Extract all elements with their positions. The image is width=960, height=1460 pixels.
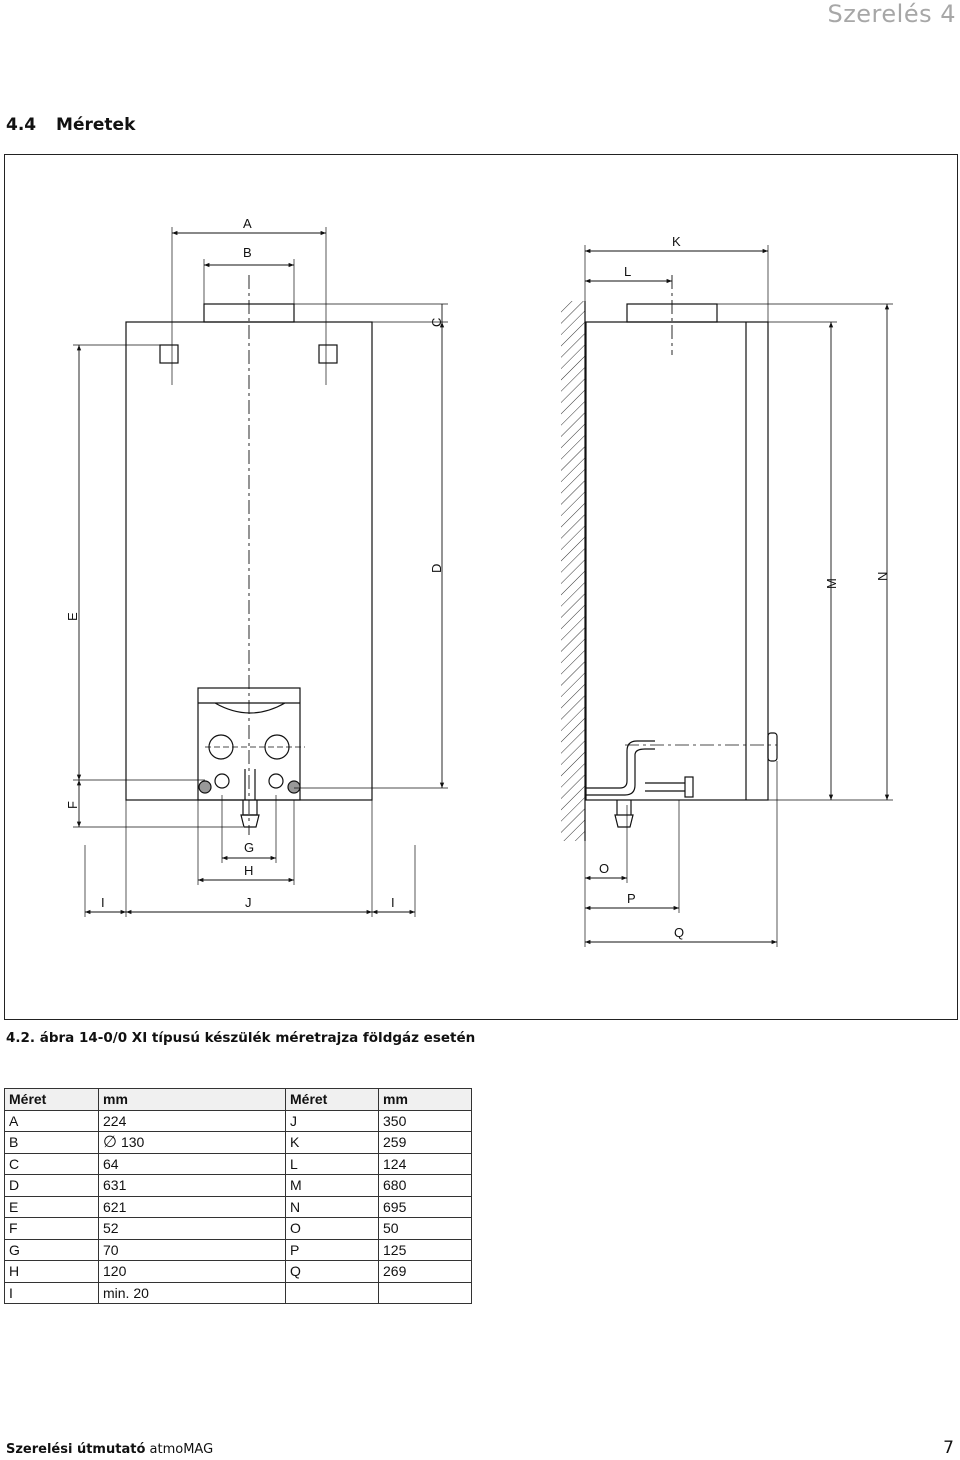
table-cell: 125 bbox=[378, 1238, 472, 1261]
table-row: D 631 M 680 bbox=[4, 1174, 472, 1197]
table-cell: min. 20 bbox=[98, 1281, 286, 1304]
table-cell: 124 bbox=[378, 1152, 472, 1175]
figure-caption: 4.2. ábra 14-0/0 XI típusú készülék mére… bbox=[6, 1030, 476, 1046]
label-F: F bbox=[65, 801, 80, 809]
table-header-cell: Méret bbox=[285, 1088, 379, 1111]
section-heading: 4.4 Méretek bbox=[6, 115, 135, 135]
label-I-right: I bbox=[391, 895, 395, 910]
table-cell: 259 bbox=[378, 1131, 472, 1154]
table-cell: K bbox=[285, 1131, 379, 1154]
table-cell: Q bbox=[285, 1260, 379, 1283]
table-cell: 224 bbox=[98, 1109, 286, 1132]
table-cell: 70 bbox=[98, 1238, 286, 1261]
table-row: B ∅130 K 259 bbox=[4, 1131, 472, 1154]
table-cell: I bbox=[4, 1281, 99, 1304]
table-cell: C bbox=[4, 1152, 99, 1175]
label-I-left: I bbox=[101, 895, 105, 910]
table-cell: F bbox=[4, 1217, 99, 1240]
table-row: I min. 20 bbox=[4, 1281, 472, 1304]
table-cell: N bbox=[285, 1195, 379, 1218]
label-A: A bbox=[243, 216, 252, 231]
table-cell: 350 bbox=[378, 1109, 472, 1132]
table-cell: 695 bbox=[378, 1195, 472, 1218]
label-O: O bbox=[599, 861, 609, 876]
label-L: L bbox=[624, 264, 631, 279]
table-header-cell: Méret bbox=[4, 1088, 99, 1111]
table-row: A 224 J 350 bbox=[4, 1109, 472, 1132]
table-cell: A bbox=[4, 1109, 99, 1132]
label-B: B bbox=[243, 245, 252, 260]
technical-drawing-svg: A B C D E F G H I J I K L M N O P Q bbox=[65, 216, 893, 947]
table-cell: J bbox=[285, 1109, 379, 1132]
label-J: J bbox=[245, 895, 252, 910]
label-K: K bbox=[672, 234, 681, 249]
label-H: H bbox=[244, 863, 253, 878]
table-cell bbox=[378, 1281, 472, 1304]
section-title: Méretek bbox=[56, 115, 136, 135]
section-number: 4.4 bbox=[6, 115, 37, 135]
table-cell-value: 130 bbox=[120, 1134, 145, 1151]
mount-hole-right bbox=[318, 344, 338, 364]
page-number: 7 bbox=[943, 1438, 954, 1458]
wall-hatching bbox=[561, 301, 585, 841]
label-G: G bbox=[244, 840, 254, 855]
label-N: N bbox=[875, 572, 890, 581]
table-row: C 64 L 124 bbox=[4, 1152, 472, 1175]
table-row: F 52 O 50 bbox=[4, 1217, 472, 1240]
table-cell: ∅130 bbox=[98, 1131, 286, 1154]
table-cell: 621 bbox=[98, 1195, 286, 1218]
table-cell: 52 bbox=[98, 1217, 286, 1240]
table-header-row: Méret mm Méret mm bbox=[4, 1088, 472, 1111]
table-cell: E bbox=[4, 1195, 99, 1218]
table-cell: O bbox=[285, 1217, 379, 1240]
label-C: C bbox=[429, 318, 444, 327]
table-cell: D bbox=[4, 1174, 99, 1197]
table-cell: 680 bbox=[378, 1174, 472, 1197]
dimension-drawing: A B C D E F G H I J I K L M N O P Q bbox=[4, 154, 958, 1020]
table-cell: 631 bbox=[98, 1174, 286, 1197]
label-P: P bbox=[627, 891, 636, 906]
table-cell: 269 bbox=[378, 1260, 472, 1283]
label-Q: Q bbox=[674, 925, 684, 940]
table-cell: 64 bbox=[98, 1152, 286, 1175]
label-E: E bbox=[65, 612, 80, 621]
heater-side-body bbox=[585, 321, 769, 801]
table-header-cell: mm bbox=[378, 1088, 472, 1111]
footer-bold-text: Szerelési útmutató bbox=[6, 1442, 146, 1457]
table-header-cell: mm bbox=[98, 1088, 286, 1111]
page-header-title: Szerelés 4 bbox=[827, 0, 956, 28]
table-row: E 621 N 695 bbox=[4, 1195, 472, 1218]
footer-doc-title: Szerelési útmutató atmoMAG bbox=[6, 1442, 213, 1457]
label-M: M bbox=[824, 578, 839, 589]
label-D: D bbox=[429, 564, 444, 573]
table-cell bbox=[285, 1281, 379, 1304]
table-cell: 50 bbox=[378, 1217, 472, 1240]
diameter-icon: ∅ bbox=[103, 1134, 117, 1152]
footer-product-name: atmoMAG bbox=[149, 1442, 214, 1457]
dimension-table: Méret mm Méret mm A 224 J 350 B ∅130 K 2… bbox=[4, 1088, 472, 1304]
table-cell: B bbox=[4, 1131, 99, 1154]
table-row: G 70 P 125 bbox=[4, 1238, 472, 1261]
mount-hole-left bbox=[159, 344, 179, 364]
table-cell: L bbox=[285, 1152, 379, 1175]
table-cell: G bbox=[4, 1238, 99, 1261]
table-row: H 120 Q 269 bbox=[4, 1260, 472, 1283]
table-cell: P bbox=[285, 1238, 379, 1261]
table-cell: 120 bbox=[98, 1260, 286, 1283]
table-cell: H bbox=[4, 1260, 99, 1283]
table-cell: M bbox=[285, 1174, 379, 1197]
